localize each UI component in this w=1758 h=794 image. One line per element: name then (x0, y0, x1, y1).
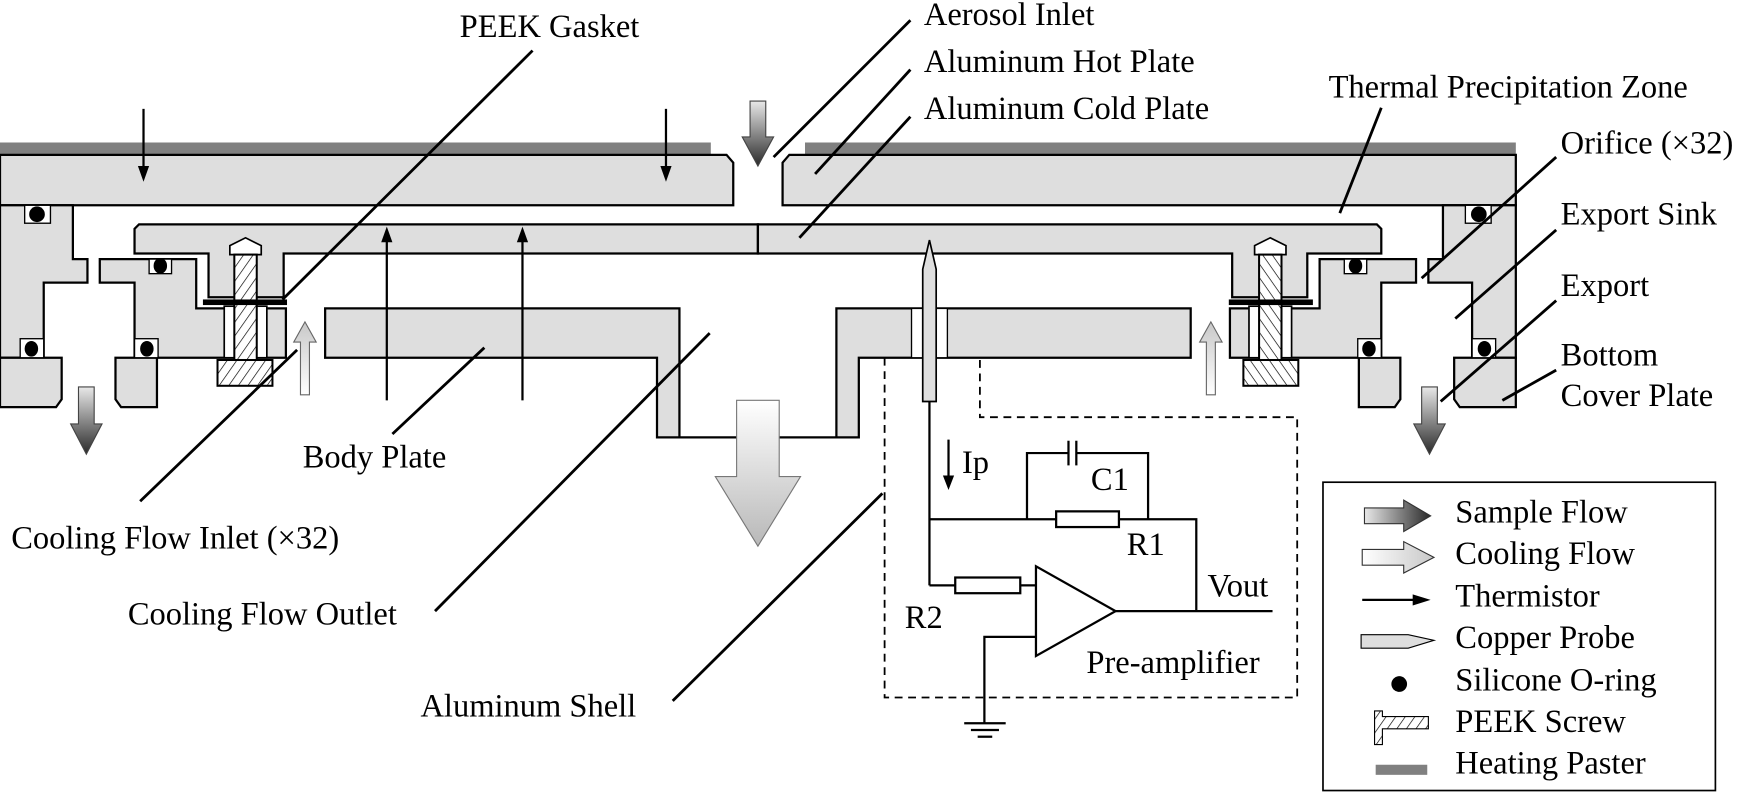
label-aluminum-shell: Aluminum Shell (420, 689, 636, 725)
label-cover-plate: Cover Plate (1561, 378, 1714, 414)
legend-label: Cooling Flow (1455, 536, 1635, 572)
label-r1: R1 (1127, 527, 1165, 563)
label-aerosol-inlet: Aerosol Inlet (924, 0, 1095, 33)
label-peek-gasket: PEEK Gasket (460, 9, 640, 45)
cooling-flow-outlet-arrow (714, 399, 802, 548)
hot-plate (0, 153, 735, 207)
label-body-plate: Body Plate (303, 440, 447, 476)
copper-probe (921, 239, 938, 403)
sample-flow-icon (1363, 499, 1432, 533)
ground-icon (964, 722, 1006, 738)
peek-screw-icon (1373, 710, 1429, 746)
legend-label: Thermistor (1455, 579, 1600, 615)
leader-lines (139, 19, 1558, 702)
thermistor-arrows (137, 108, 672, 401)
legend-label: Silicone O-ring (1455, 663, 1656, 699)
bottom-cover-inner (114, 356, 159, 409)
label-export: Export (1561, 268, 1649, 304)
label-orifice: Orifice (×32) (1561, 126, 1734, 162)
legend: Sample Flow Cooling Flow Thermistor Copp… (1322, 481, 1717, 792)
device-half-structure (0, 142, 760, 456)
label-hot-plate: Aluminum Hot Plate (924, 44, 1195, 80)
body-plate (324, 307, 681, 439)
heating-paster (0, 142, 711, 155)
label-cold-plate: Aluminum Cold Plate (924, 91, 1209, 127)
label-r2: R2 (905, 600, 943, 636)
cold-plate (133, 223, 760, 299)
o-ring-icon (1391, 676, 1408, 692)
legend-label: PEEK Screw (1455, 704, 1626, 740)
o-rings (19, 204, 173, 359)
label-vout: Vout (1208, 569, 1269, 605)
cooling-flow-inlet-arrow (292, 320, 318, 396)
op-amp (1034, 564, 1118, 658)
peek-screw-shaft (233, 253, 258, 362)
sample-flow-export-arrow (69, 386, 103, 456)
copper-probe-icon (1360, 634, 1437, 649)
cooling-flow-icon (1361, 540, 1436, 574)
label-bottom: Bottom (1561, 338, 1659, 374)
label-precipitation-zone: Thermal Precipitation Zone (1329, 70, 1688, 106)
label-export-sink: Export Sink (1561, 196, 1718, 232)
label-cooling-outlet: Cooling Flow Outlet (128, 597, 397, 633)
legend-label: Heating Paster (1455, 746, 1646, 782)
preamplifier-circuit: Ip C1 R1 R2 Vout Pre-amplifier (883, 357, 1299, 738)
label-cooling-inlet: Cooling Flow Inlet (×32) (11, 520, 339, 556)
resistor-r2 (954, 576, 1022, 595)
label-preamplifier: Pre-amplifier (1086, 645, 1259, 681)
aerosol-inlet-arrow (741, 100, 775, 168)
label-ip: Ip (962, 445, 989, 481)
label-c1: C1 (1091, 462, 1129, 498)
resistor-r1 (1055, 510, 1121, 529)
shell-wall (0, 204, 89, 359)
legend-label: Copper Probe (1455, 620, 1635, 656)
bottom-cover-outer (0, 356, 63, 409)
heating-paster-icon (1375, 764, 1428, 775)
peek-gasket (202, 299, 288, 306)
legend-label: Sample Flow (1455, 495, 1628, 531)
